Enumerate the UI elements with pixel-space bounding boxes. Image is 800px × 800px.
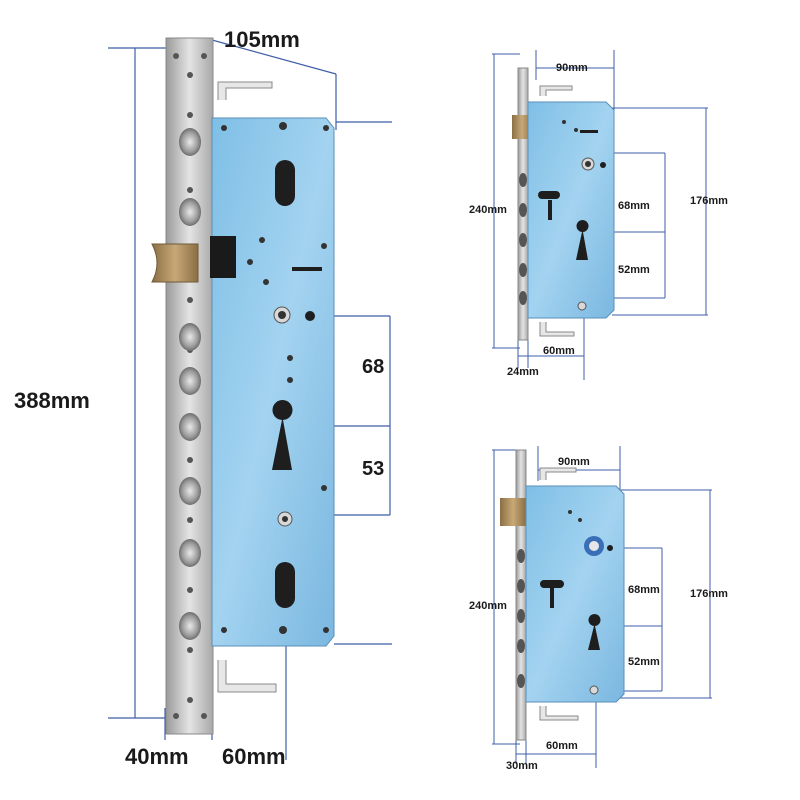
big-lock-faceplate-screws	[173, 53, 207, 719]
bottom-right-lock-deadbolts	[517, 549, 525, 688]
bottom-right-lock-body-width-label: 90mm	[558, 456, 590, 468]
bottom-right-lock-faceplate-label: 30mm	[506, 760, 538, 772]
bottom-right-lock-top-hook	[539, 467, 577, 480]
top-right-lock-latch	[512, 115, 532, 139]
big-lock-cylinder-to-lower-label: 53	[362, 458, 385, 480]
big-lock-handle-to-cylinder-label: 68	[362, 356, 385, 378]
big-lock-top-hook	[217, 81, 273, 100]
top-right-lock-dimension-lines	[492, 50, 708, 380]
big-lock-body	[211, 117, 335, 647]
top-right-lock-handle-to-cylinder-label: 68mm	[618, 200, 650, 212]
big-lock-width-label: 105mm	[224, 27, 300, 52]
bottom-right-lock-faceplate	[515, 449, 527, 741]
top-right-lock-bottom-hook	[539, 322, 575, 337]
bottom-right-lock-body-holes	[540, 510, 613, 695]
bottom-right-lock-drawing	[492, 446, 712, 768]
bottom-right-lock-dimension-lines	[492, 446, 712, 768]
top-right-lock-cylinder-to-lower-label: 52mm	[618, 264, 650, 276]
top-right-lock-span-label: 176mm	[690, 195, 728, 207]
bottom-right-lock-span-label: 176mm	[690, 588, 728, 600]
big-lock-height-label: 388mm	[14, 388, 90, 413]
top-right-lock-top-hook	[539, 85, 573, 96]
bottom-right-lock-body-height-label: 240mm	[469, 600, 507, 612]
bottom-right-lock-backset-label: 60mm	[546, 740, 578, 752]
bottom-right-lock-latch	[500, 498, 526, 526]
top-right-lock-body-height-label: 240mm	[469, 204, 507, 216]
top-right-lock-drawing	[492, 50, 708, 380]
bottom-right-lock-cylinder-to-lower-label: 52mm	[628, 656, 660, 668]
bottom-right-lock-bottom-hook	[539, 706, 579, 721]
top-right-lock-faceplate-label: 24mm	[507, 366, 539, 378]
big-lock-bottom-hook	[217, 660, 277, 693]
big-lock-deadbolts	[179, 128, 201, 640]
top-right-lock-backset-label: 60mm	[543, 345, 575, 357]
bottom-right-lock-handle-to-cylinder-label: 68mm	[628, 584, 660, 596]
big-lock-backset-label: 60mm	[222, 744, 286, 769]
top-right-lock-body-width-label: 90mm	[556, 62, 588, 74]
bottom-right-lock-body	[525, 485, 625, 703]
top-right-lock-figure: 90mm 240mm 176mm 68mm 52mm 60mm 24mm	[460, 40, 780, 390]
top-right-lock-deadbolts	[519, 173, 527, 305]
big-lock-faceplate-label: 40mm	[125, 744, 189, 769]
big-lock-body-holes	[210, 122, 329, 634]
big-lock-drawing	[108, 37, 392, 760]
bottom-right-lock-figure: 90mm 240mm 176mm 68mm 52mm 60mm 30mm	[460, 436, 780, 776]
big-lock-latch	[151, 243, 199, 283]
top-right-lock-body-holes	[538, 120, 606, 311]
big-lock-figure: 105mm 388mm 40mm 60mm 68 53	[14, 27, 392, 769]
top-right-lock-body	[527, 101, 615, 319]
